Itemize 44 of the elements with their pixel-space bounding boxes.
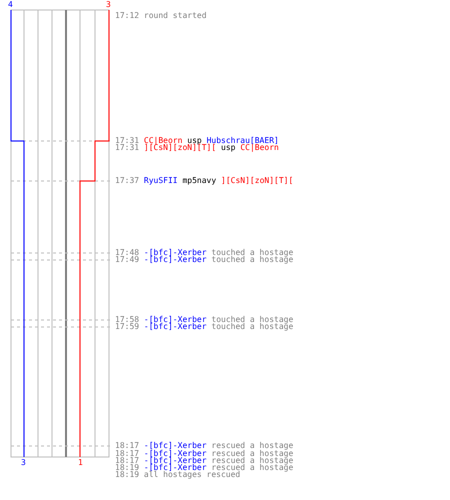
- player-name: -[bfc]-Xerber: [144, 316, 207, 324]
- count-label: 3: [106, 1, 111, 9]
- weapon-name: usp: [221, 144, 236, 152]
- event-text: round started: [144, 12, 207, 20]
- event-text: all hostages rescued: [144, 471, 240, 479]
- event-text: rescued a hostage: [211, 457, 294, 465]
- player-name: -[bfc]-Xerber: [144, 442, 207, 450]
- player-name: -[bfc]-Xerber: [144, 323, 207, 331]
- player-name: CC|Beorn: [144, 137, 182, 145]
- weapon-name: usp: [187, 137, 202, 145]
- event-text: touched a hostage: [211, 323, 294, 331]
- event-text: rescued a hostage: [211, 464, 294, 472]
- player-name: CC|Beorn: [240, 144, 279, 152]
- timestamp: 17:49: [115, 256, 140, 264]
- player-name: -[bfc]-Xerber: [144, 256, 207, 264]
- event-text: touched a hostage: [211, 316, 294, 324]
- player-name: Hubschrau[BAER]: [206, 137, 279, 145]
- event-text: rescued a hostage: [211, 450, 294, 458]
- timestamp: 17:37: [115, 177, 140, 185]
- timestamp: 18:17: [115, 450, 140, 458]
- timestamp: 18:19: [115, 471, 140, 479]
- timestamp: 17:12: [115, 12, 140, 20]
- count-label: 1: [78, 459, 83, 467]
- count-label: 4: [8, 1, 13, 9]
- player-name: -[bfc]-Xerber: [144, 457, 207, 465]
- timestamp: 18:17: [115, 442, 140, 450]
- timestamp: 17:31: [115, 137, 140, 145]
- event-text: rescued a hostage: [211, 442, 294, 450]
- timestamp: 18:17: [115, 457, 140, 465]
- timestamp: 18:19: [115, 464, 140, 472]
- timestamp: 17:48: [115, 249, 140, 257]
- timestamp: 17:58: [115, 316, 140, 324]
- player-name: -[bfc]-Xerber: [144, 249, 207, 257]
- player-name: -[bfc]-Xerber: [144, 464, 207, 472]
- player-name: ][CsN][zoN][T][: [144, 144, 216, 152]
- player-name: RyuSFII: [144, 177, 178, 185]
- event-text: touched a hostage: [211, 249, 294, 257]
- count-label: 3: [21, 459, 26, 467]
- weapon-name: mp5navy: [182, 177, 216, 185]
- player-name: ][CsN][zoN][T][: [221, 177, 294, 185]
- event-text: touched a hostage: [211, 256, 294, 264]
- player-name: -[bfc]-Xerber: [144, 450, 207, 458]
- timestamp: 17:31: [115, 144, 140, 152]
- timestamp: 17:59: [115, 323, 140, 331]
